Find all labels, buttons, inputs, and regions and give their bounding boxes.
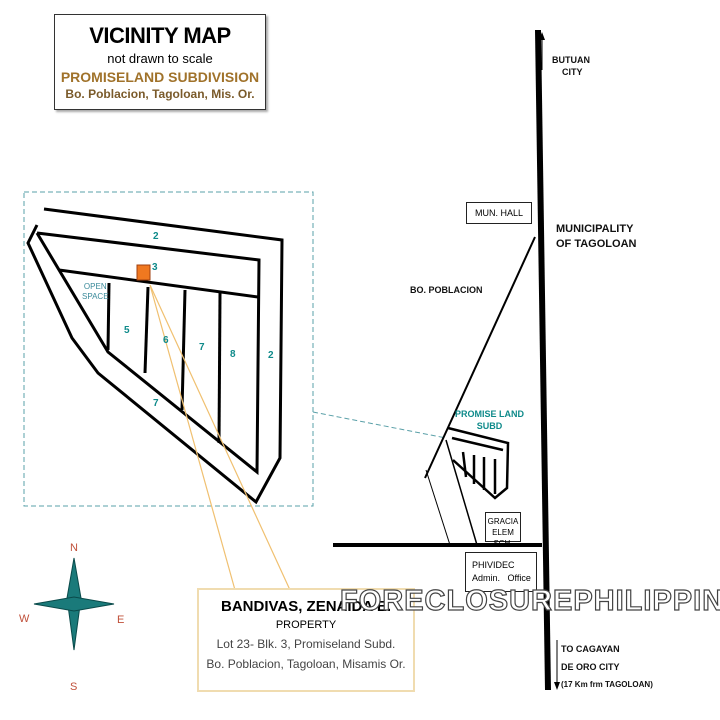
map-title: VICINITY MAP	[89, 23, 231, 48]
owner-name: BANDIVAS, ZENAIDA E.	[220, 598, 391, 615]
block-label-2-top: 2	[153, 231, 159, 242]
municipality-line1: MUNICIPALITY	[556, 223, 634, 235]
property-address: Bo. Poblacion, Tagoloan, Misamis Or.	[206, 657, 406, 671]
south-road-line1: TO CAGAYAN	[561, 644, 620, 654]
mun-hall-box: MUN. HALL	[466, 202, 532, 224]
location-text: Bo. Poblacion, Tagoloan, Mis. Or.	[65, 87, 255, 101]
compass-s: S	[70, 681, 78, 693]
municipality-line2: OF TAGOLOAN	[556, 238, 637, 250]
watermark: FORECLOSUREPHILIPPINES.COM	[339, 584, 720, 617]
promise-land-label: PROMISE LAND SUBD	[455, 408, 524, 432]
butuan-city-label: BUTUAN CITY	[552, 54, 590, 78]
national-highway	[535, 29, 551, 691]
compass-n: N	[70, 542, 78, 554]
south-road-line2: DE ORO CITY	[561, 662, 620, 672]
south-arrow-icon	[554, 682, 560, 690]
block-label-7-bottom: 7	[153, 398, 159, 409]
lot-description: Lot 23- Blk. 3, Promiseland Subd.	[216, 637, 396, 651]
school-box: GRACIA ELEM SCH.	[485, 512, 521, 548]
property-info-box: BANDIVAS, ZENAIDA E. PROPERTY Lot 23- Bl…	[197, 588, 415, 692]
open-space-line2: SPACE	[82, 292, 109, 301]
compass-w: W	[19, 613, 30, 625]
subd-line2: SUBD	[476, 421, 503, 431]
subdivision-name: PROMISELAND SUBDIVISION	[60, 69, 260, 85]
compass-rose-icon	[33, 557, 115, 651]
school-line2: ELEM SCH.	[492, 528, 514, 548]
south-road-line3: (17 Km frm TAGOLOAN)	[561, 680, 653, 689]
block-label-5: 5	[124, 325, 130, 336]
phividec-line1: PHIVIDEC	[472, 560, 515, 570]
property-type: PROPERTY	[275, 619, 337, 631]
diagonal-road	[424, 236, 536, 479]
north-arrow-icon	[539, 32, 545, 40]
block-label-6: 6	[163, 335, 169, 346]
detail-connector	[312, 411, 447, 439]
block-label-8: 8	[230, 349, 236, 360]
side-road	[425, 469, 451, 546]
barangay-label: BO. POBLACION	[410, 285, 483, 295]
open-space-line1: OPEN	[83, 282, 107, 291]
open-space-label: OPEN SPACE	[82, 282, 109, 302]
phividec-box: PHIVIDEC Admin. Office	[465, 552, 537, 592]
property-lot-marker	[136, 264, 151, 281]
subdivision-small	[447, 426, 510, 500]
detail-frame	[23, 191, 314, 507]
block-label-2-right: 2	[268, 350, 274, 361]
north-road-line2: CITY	[562, 67, 583, 77]
subd-line1: PROMISE LAND	[455, 409, 525, 419]
subdivision-detail	[26, 207, 284, 505]
scale-note: not drawn to scale	[107, 51, 213, 66]
north-road-line1: BUTUAN	[552, 55, 590, 65]
phividec-line2: Admin. Office	[472, 573, 531, 583]
leader-lines	[149, 284, 291, 591]
compass-e: E	[117, 614, 125, 626]
municipality-label: MUNICIPALITY OF TAGOLOAN	[556, 222, 636, 252]
block-label-7: 7	[199, 342, 205, 353]
cagayan-label: TO CAGAYAN DE ORO CITY (17 Km frm TAGOLO…	[561, 640, 653, 694]
school-line1: GRACIA	[487, 517, 519, 526]
block-label-3: 3	[152, 262, 158, 273]
side-road-2	[445, 439, 478, 546]
title-box: VICINITY MAP not drawn to scale PROMISEL…	[54, 14, 266, 110]
